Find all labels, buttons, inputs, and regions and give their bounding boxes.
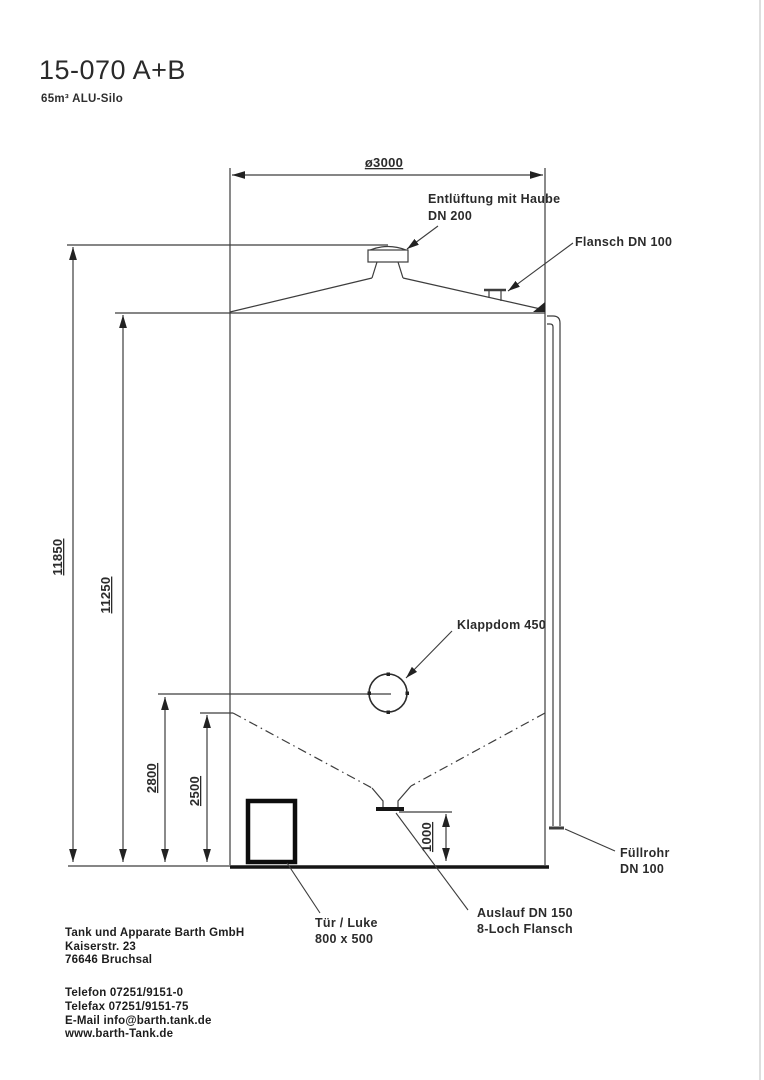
company-name: Tank und Apparate Barth GmbH — [65, 927, 245, 939]
internal-cone — [232, 712, 546, 789]
dimension-total-height — [67, 244, 388, 862]
flange-leader — [507, 242, 574, 292]
tank-outline — [68, 168, 549, 869]
fillpipe-label-line1: Füllrohr — [620, 846, 670, 860]
flange-label: Flansch DN 100 — [575, 235, 672, 249]
outlet-leader — [395, 812, 469, 911]
roof-slope-right — [402, 277, 546, 311]
drawing-description: 65m³ ALU-Silo — [41, 93, 124, 105]
dimension-outlet-height — [399, 811, 452, 861]
outlet-label-line1: Auslauf DN 150 — [477, 906, 573, 920]
door-hatch — [245, 798, 298, 865]
vent-cap-dome — [369, 245, 407, 251]
dim-diameter-label: ø3000 — [365, 155, 403, 170]
company-phone: Telefon 07251/9151-0 — [65, 987, 184, 1000]
fillpipe-label-line2: DN 100 — [620, 862, 664, 876]
vent-leader — [406, 225, 439, 250]
door-label-line2: 800 x 500 — [315, 932, 373, 946]
company-web: www.barth-Tank.de — [65, 1028, 174, 1041]
leader-lines — [286, 225, 616, 914]
scan-edge-artifact — [759, 0, 761, 1080]
vent-cap — [367, 249, 409, 263]
roof-corner-weld-mark — [533, 302, 545, 312]
vent-nozzle — [367, 245, 409, 279]
company-street: Kaiserstr. 23 — [65, 940, 137, 953]
dim-shell-height-label: 11250 — [98, 577, 113, 614]
fill-pipe — [547, 315, 564, 830]
door-label-line1: Tür / Luke — [315, 916, 378, 930]
outlet-funnel — [371, 785, 412, 811]
roof-slope-left — [229, 277, 373, 313]
flange-nozzle — [484, 288, 506, 301]
dimension-cone-height — [200, 712, 233, 862]
dim-total-height-label: 11850 — [50, 539, 65, 576]
klappdom-label: Klappdom 450 — [457, 618, 546, 632]
dim-outlet-height-label: 1000 — [419, 822, 434, 852]
vent-label-line1: Entlüftung mit Haube — [428, 192, 560, 206]
outlet-label-line2: 8-Loch Flansch — [477, 922, 573, 936]
klappdom-leader — [405, 630, 453, 679]
dim-klappdom-height-label: 2800 — [144, 763, 159, 793]
klappdom-manhole — [158, 672, 409, 714]
dim-cone-height-label: 2500 — [187, 776, 202, 806]
vent-label-line2: DN 200 — [428, 209, 472, 223]
fillpipe-leader — [564, 828, 616, 852]
company-block: Tank und Apparate Barth GmbH Kaiserstr. … — [65, 927, 244, 1042]
door-leader — [286, 862, 321, 914]
company-city: 76646 Bruchsal — [65, 954, 153, 967]
klappdom-circle — [368, 673, 408, 713]
company-fax: Telefax 07251/9151-75 — [65, 1000, 189, 1013]
drawing-number: 15-070 A+B — [39, 55, 186, 85]
company-email: E-Mail info@barth.tank.de — [65, 1014, 212, 1027]
